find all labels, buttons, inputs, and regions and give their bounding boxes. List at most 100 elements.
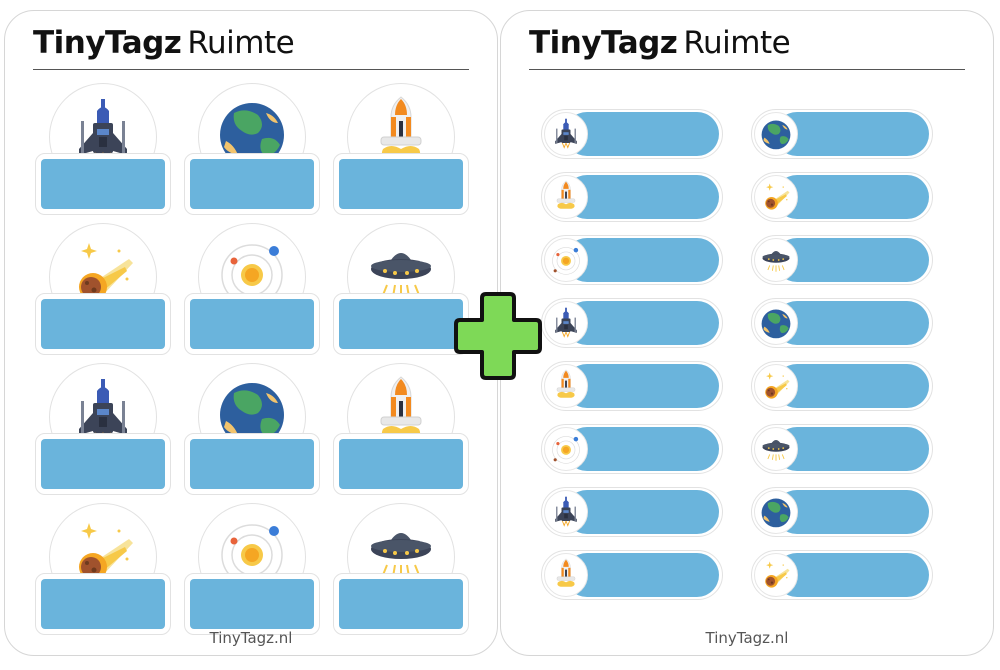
label-plate	[184, 153, 320, 215]
small-name-tag	[751, 298, 933, 348]
icon-disc	[754, 175, 798, 219]
icon-disc	[754, 553, 798, 597]
small-name-tag	[751, 487, 933, 537]
icon-disc	[754, 364, 798, 408]
label-plate	[35, 293, 171, 355]
small-name-tag	[751, 550, 933, 600]
large-name-tag	[184, 503, 320, 637]
large-name-tag	[333, 223, 469, 357]
label-area	[41, 159, 165, 209]
large-name-tag	[333, 83, 469, 217]
solar-system-icon	[552, 436, 580, 464]
sheet-subtitle: Ruimte	[683, 25, 791, 61]
sheet-footer: TinyTagz.nl	[705, 629, 789, 647]
label-area	[565, 553, 719, 597]
label-plate	[333, 153, 469, 215]
meteor-icon	[765, 183, 790, 210]
earth-icon	[761, 309, 791, 339]
label-area	[775, 112, 929, 156]
label-plate	[35, 153, 171, 215]
label-area	[190, 439, 314, 489]
shuttle-icon	[556, 558, 576, 587]
shuttle-icon	[556, 180, 576, 209]
meteor-icon	[765, 372, 790, 399]
large-name-tag	[333, 503, 469, 637]
large-name-tag	[35, 363, 171, 497]
label-area	[339, 159, 463, 209]
label-area	[339, 579, 463, 629]
brand-name: TinyTagz	[33, 25, 182, 61]
small-name-tag	[751, 109, 933, 159]
label-area	[190, 299, 314, 349]
label-area	[41, 579, 165, 629]
large-name-tag	[35, 83, 171, 217]
label-area	[190, 579, 314, 629]
label-area	[565, 175, 719, 219]
label-plate	[184, 293, 320, 355]
label-area	[775, 301, 929, 345]
shuttle-icon	[556, 369, 576, 398]
label-area	[565, 490, 719, 534]
small-name-tag	[541, 172, 723, 222]
label-area	[41, 439, 165, 489]
label-area	[565, 427, 719, 471]
label-plate	[35, 573, 171, 635]
large-name-tag	[333, 363, 469, 497]
large-name-tag	[184, 83, 320, 217]
spaceship-icon	[79, 379, 127, 446]
solar-system-icon	[552, 247, 580, 275]
earth-icon	[220, 383, 284, 447]
large-name-tag	[35, 503, 171, 637]
shuttle-icon	[380, 96, 422, 159]
label-area	[565, 112, 719, 156]
icon-disc	[544, 301, 588, 345]
small-name-tag	[541, 298, 723, 348]
label-area	[775, 238, 929, 282]
small-name-tag	[541, 424, 723, 474]
spaceship-icon	[555, 307, 577, 338]
label-area	[775, 364, 929, 408]
label-area	[565, 238, 719, 282]
sheet-footer: TinyTagz.nl	[209, 629, 293, 647]
label-area	[339, 299, 463, 349]
earth-icon	[761, 120, 791, 150]
label-area	[565, 364, 719, 408]
solar-system-icon	[221, 244, 283, 306]
sheet-subtitle: Ruimte	[187, 25, 295, 61]
ufo-icon	[371, 533, 431, 579]
ufo-icon	[762, 440, 790, 461]
spaceship-icon	[555, 496, 577, 527]
label-area	[775, 427, 929, 471]
large-name-tag	[184, 223, 320, 357]
label-plate	[333, 433, 469, 495]
label-area	[775, 490, 929, 534]
label-plate	[35, 433, 171, 495]
ufo-icon	[371, 253, 431, 299]
title-divider	[529, 69, 965, 70]
label-area	[775, 175, 929, 219]
label-plate	[184, 573, 320, 635]
label-plate	[333, 573, 469, 635]
small-name-tag	[541, 361, 723, 411]
label-plate	[184, 433, 320, 495]
earth-icon	[761, 498, 791, 528]
label-plate	[333, 293, 469, 355]
earth-icon	[220, 103, 284, 167]
small-name-tag	[541, 487, 723, 537]
plus-icon	[454, 292, 542, 380]
label-area	[565, 301, 719, 345]
label-area	[775, 553, 929, 597]
small-name-tag	[751, 424, 933, 474]
brand-name: TinyTagz	[529, 25, 678, 61]
large-name-tag	[184, 363, 320, 497]
label-area	[190, 159, 314, 209]
small-name-tag	[541, 235, 723, 285]
title-divider	[33, 69, 469, 70]
spaceship-icon	[555, 118, 577, 149]
small-name-tag	[751, 172, 933, 222]
small-name-tag	[541, 109, 723, 159]
